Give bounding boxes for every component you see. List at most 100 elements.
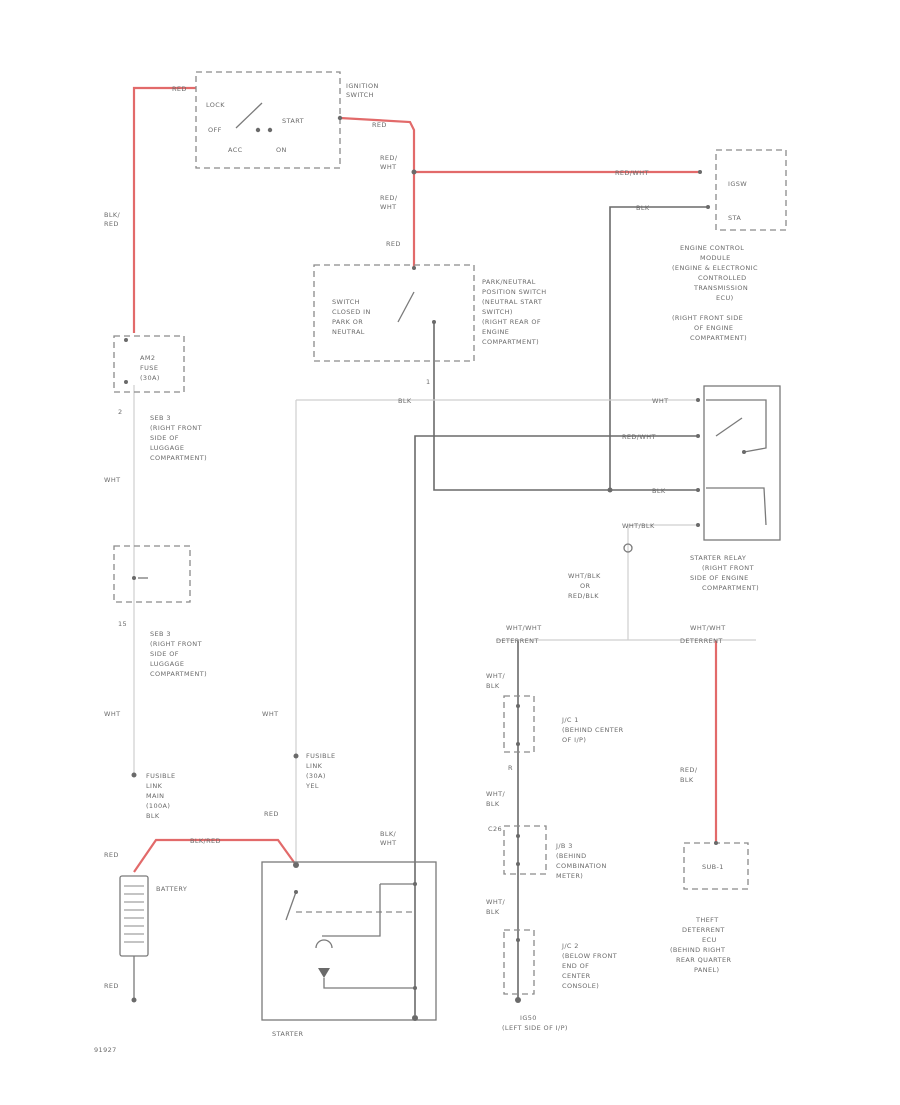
ecm-title-4: CONTROLLED <box>698 274 746 282</box>
am2-fuse-2: FUSE <box>140 364 158 372</box>
jb3-pin-bottom <box>516 862 520 866</box>
label-red-wht-1a: RED/ <box>380 154 398 162</box>
pn-pin-out <box>432 320 436 324</box>
ign-acc: ACC <box>228 146 243 154</box>
pn-title-3: (NEUTRAL START <box>482 298 542 306</box>
am2-fuse-3: (30A) <box>140 374 160 382</box>
te-3: ECU <box>702 936 717 944</box>
pn-pin-num: 1 <box>426 378 431 386</box>
starter-solenoid <box>322 884 381 937</box>
starter-contact <box>285 891 297 921</box>
pn-switch-box <box>313 264 475 362</box>
ecm-title-2: MODULE <box>700 254 731 262</box>
seb2-pin <box>132 576 136 580</box>
seb1-1: SEB 3 <box>150 414 171 422</box>
sr-4: COMPARTMENT) <box>702 584 759 592</box>
junction-sta <box>607 487 613 493</box>
starter-relay-box <box>703 385 781 541</box>
fusible-link-pin <box>131 772 137 778</box>
relay-pin-1 <box>696 398 700 402</box>
ground-2: (LEFT SIDE OF I/P) <box>502 1024 568 1032</box>
battery-ground-pin <box>131 997 137 1003</box>
pn-contact <box>397 291 415 323</box>
seb2-2: (RIGHT FRONT <box>150 640 202 648</box>
jb3-4: METER) <box>556 872 583 880</box>
label-red-fl2: RED <box>264 810 279 818</box>
diode-2: OR <box>580 582 591 590</box>
jc2-pin <box>516 938 520 942</box>
pn-inner-1: SWITCH <box>332 298 360 306</box>
ecm-title-7: (RIGHT FRONT SIDE <box>672 314 743 322</box>
seb-pin-1: 2 <box>118 408 123 416</box>
diode-3: RED/BLK <box>568 592 599 600</box>
seb1-5: COMPARTMENT) <box>150 454 207 462</box>
fl2-3: (30A) <box>306 772 326 780</box>
am2-pin-bottom <box>124 380 128 384</box>
am2-fuse-box <box>113 335 185 393</box>
fl2-4: YEL <box>305 782 319 790</box>
label-blk-wht-2: WHT <box>380 839 397 847</box>
fl2-2: LINK <box>306 762 323 770</box>
label-red-top: RED <box>372 121 387 129</box>
pn-inner-3: PARK OR <box>332 318 363 326</box>
pn-pin-in <box>412 266 416 270</box>
seb1-4: LUGGAGE <box>150 444 184 452</box>
theft-left-2: DETERRENT <box>496 637 539 645</box>
starter-motor <box>315 939 333 949</box>
relay-pin-2 <box>696 434 700 438</box>
pin-c26: C26 <box>488 825 502 833</box>
ground-1: IG50 <box>520 1014 537 1022</box>
wire-battery-cable <box>133 838 297 873</box>
relay-pin-3 <box>696 488 700 492</box>
relay-whtblk: WHT/BLK <box>622 522 655 530</box>
jc1-pin-bottom <box>516 742 520 746</box>
pn-title-6: ENGINE <box>482 328 509 336</box>
ignition-pin-start <box>337 115 343 121</box>
wb1-2: BLK <box>486 682 500 690</box>
am2-pin-top <box>124 338 128 342</box>
theft-left-1: WHT/WHT <box>506 624 542 632</box>
pn-title-2: POSITION SWITCH <box>482 288 547 296</box>
ign-lock: LOCK <box>206 101 225 109</box>
label-blk-wht-1: BLK/ <box>380 830 397 838</box>
relay-wire <box>706 399 767 453</box>
jb3-box <box>503 825 547 875</box>
wire-red-ignition <box>339 116 700 174</box>
label-blk-top: BLK <box>398 397 412 405</box>
jb3-pin-top <box>516 834 520 838</box>
relay-contact-dot <box>742 450 746 454</box>
label-blk-ecm: BLK <box>636 204 650 212</box>
wb3-1: WHT/ <box>486 898 505 906</box>
label-wht-3: WHT <box>262 710 279 718</box>
jc2-4: CENTER <box>562 972 591 980</box>
fl1-4: (100A) <box>146 802 170 810</box>
pn-title-4: SWITCH) <box>482 308 513 316</box>
ecm-box <box>715 149 787 231</box>
label-battery-cable: BLK/RED <box>190 837 221 845</box>
jc1-1: J/C 1 <box>561 716 579 724</box>
label-red-batt-bottom: RED <box>104 982 119 990</box>
relay-blk: BLK <box>652 487 666 495</box>
wb2-1: WHT/ <box>486 790 505 798</box>
ecm-title-9: COMPARTMENT) <box>690 334 747 342</box>
ground-point <box>515 997 521 1003</box>
theft-right-1: WHT/WHT <box>690 624 726 632</box>
jc1-2: (BEHIND CENTER <box>562 726 624 734</box>
junction-red-wht <box>411 169 417 175</box>
label-red-wht-1b: WHT <box>380 163 397 171</box>
theft-right-2: DETERRENT <box>680 637 723 645</box>
ignition-pin-on <box>267 127 273 133</box>
fl1-2: LINK <box>146 782 163 790</box>
pin-r: R <box>508 764 513 772</box>
starter-pin-4 <box>412 1015 418 1021</box>
seb2-3: SIDE OF <box>150 650 179 658</box>
ecm-title-3: (ENGINE & ELECTRONIC <box>672 264 758 272</box>
ignition-switch-box <box>195 71 341 169</box>
wb3-2: BLK <box>486 908 500 916</box>
starter-pin-1 <box>294 890 298 894</box>
jc2-2: (BELOW FRONT <box>562 952 617 960</box>
ignition-contact <box>235 102 263 129</box>
ign-start: START <box>282 117 304 125</box>
